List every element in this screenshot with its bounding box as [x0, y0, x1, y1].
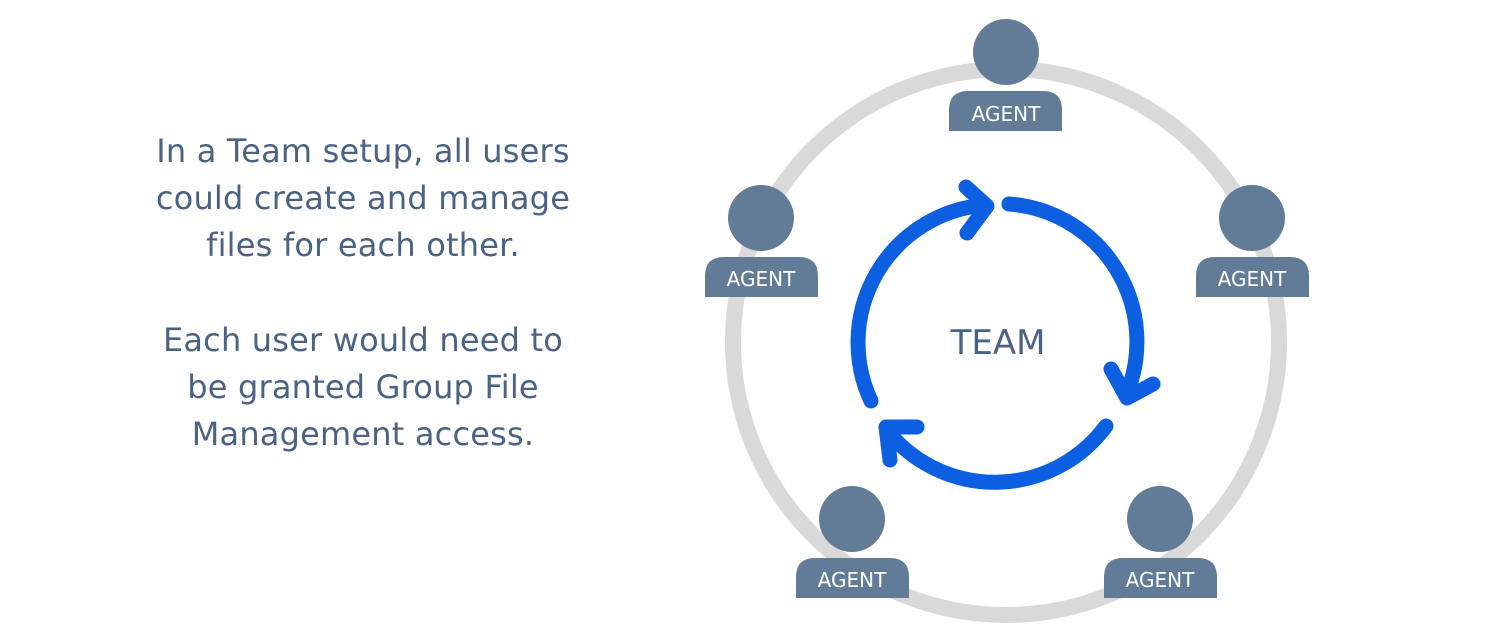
cycle-arc-left [850, 197, 993, 409]
agent-head-icon [1219, 185, 1285, 251]
agent-head-icon [973, 19, 1039, 85]
agent-head-icon [728, 185, 794, 251]
agent-top: AGENT [949, 19, 1062, 131]
description-line: files for each other. [206, 226, 520, 264]
agent-label: AGENT [818, 568, 887, 592]
agent-body-icon [1104, 558, 1217, 598]
agent-body-icon [949, 91, 1062, 131]
agent-head-icon [1127, 486, 1193, 552]
agent-bottom-left: AGENT [796, 486, 909, 598]
agent-body-icon [796, 558, 909, 598]
description-line: could create and manage [155, 179, 571, 217]
arrowhead-right [1103, 361, 1161, 406]
team-label: TEAM [950, 323, 1046, 363]
description-paragraph-1: In a Team setup, all users could create … [88, 128, 638, 269]
agent-label: AGENT [1218, 267, 1287, 291]
description-line: Each user would need to [162, 321, 564, 359]
cycle-arc-bottom [882, 418, 1114, 490]
cycle-arc-top-right [1001, 196, 1145, 401]
agent-body-icon [1196, 257, 1309, 297]
description-text: In a Team setup, all users could create … [88, 128, 638, 458]
cycle-arrows [850, 179, 1161, 490]
agent-label: AGENT [1126, 568, 1195, 592]
description-line: In a Team setup, all users [156, 132, 570, 170]
agent-right: AGENT [1196, 185, 1309, 297]
description-line: Management access. [191, 415, 535, 453]
description-line: be granted Group File [187, 368, 539, 406]
agent-left: AGENT [705, 185, 818, 297]
arrowhead-top [958, 179, 995, 241]
agent-bottom-right: AGENT [1104, 486, 1217, 598]
description-paragraph-2: Each user would need to be granted Group… [88, 317, 638, 458]
arrowhead-bottom-left [878, 419, 925, 468]
agent-head-icon [819, 486, 885, 552]
agent-body-icon [705, 257, 818, 297]
agent-label: AGENT [972, 102, 1041, 126]
agent-label: AGENT [727, 267, 796, 291]
